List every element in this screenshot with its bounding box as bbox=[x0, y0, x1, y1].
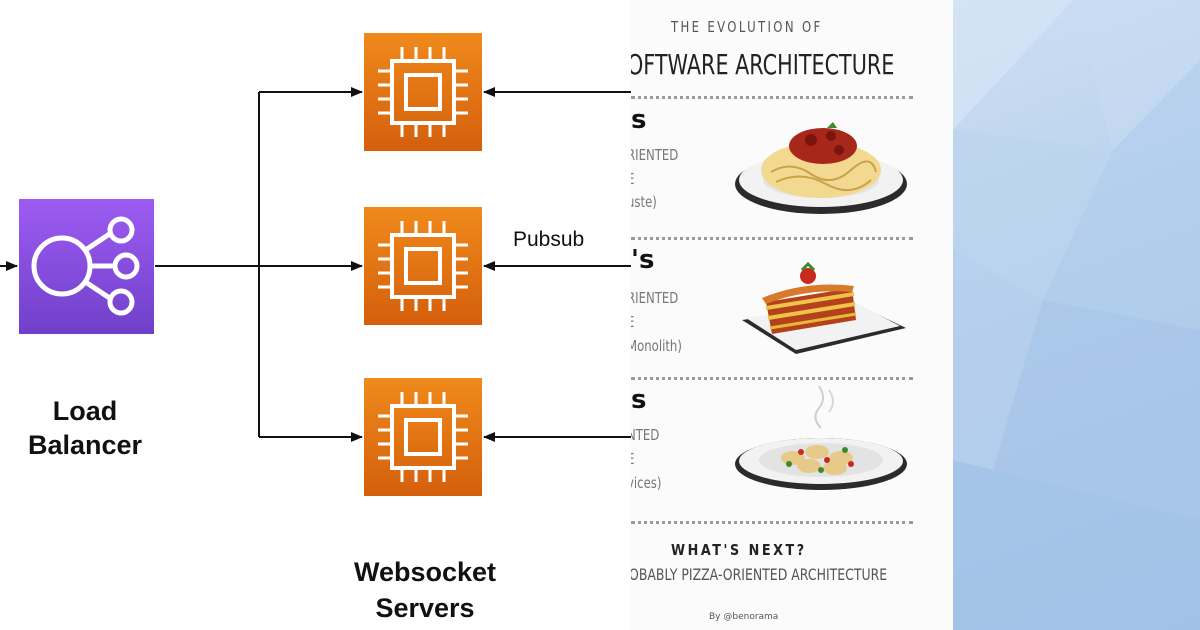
infographic-kicker: THE EVOLUTION OF bbox=[671, 18, 823, 36]
era-line-2a: RIENTED bbox=[631, 289, 679, 307]
load-balancer-icon bbox=[19, 199, 154, 334]
ravioli-plate-icon bbox=[735, 385, 907, 490]
era-heading-1: s bbox=[631, 105, 647, 135]
websocket-servers-label: Websocket Servers bbox=[353, 557, 497, 623]
diagram-connectors bbox=[0, 87, 632, 442]
era-line-2b: E bbox=[631, 310, 634, 334]
pubsub-label: Pubsub bbox=[513, 228, 585, 251]
era-line-1b: E bbox=[631, 167, 634, 191]
era-line-3a: NTED bbox=[631, 426, 660, 444]
divider bbox=[631, 96, 913, 99]
architecture-evolution-infographic: THE EVOLUTION OF OFTWARE ARCHITECTURE s … bbox=[631, 0, 953, 630]
load-balancer-label: Load Balancer bbox=[27, 396, 143, 460]
lasagna-plate-icon bbox=[742, 262, 906, 354]
era-line-1c: uste) bbox=[631, 193, 657, 211]
era-heading-3: s bbox=[631, 385, 647, 415]
websocket-server-3-icon bbox=[364, 378, 482, 496]
author-credit: By @benorama bbox=[709, 612, 779, 622]
era-line-1a: RIENTED bbox=[631, 146, 679, 164]
infographic-title: OFTWARE ARCHITECTURE bbox=[631, 48, 895, 81]
divider bbox=[631, 521, 913, 524]
websocket-server-1-icon bbox=[364, 33, 482, 151]
whats-next-answer: OBABLY PIZZA-ORIENTED ARCHITECTURE bbox=[631, 565, 888, 584]
era-line-3c: vices) bbox=[631, 474, 662, 492]
era-line-3b: E bbox=[631, 447, 634, 471]
era-line-2c: Monolith) bbox=[631, 337, 682, 355]
decorative-background-panel bbox=[953, 0, 1200, 630]
era-heading-2: 's bbox=[631, 245, 655, 275]
websocket-server-2-icon bbox=[364, 207, 482, 325]
divider bbox=[631, 237, 913, 240]
divider bbox=[631, 377, 913, 380]
spaghetti-plate-icon bbox=[735, 122, 907, 214]
whats-next-heading: WHAT'S NEXT? bbox=[671, 541, 807, 559]
